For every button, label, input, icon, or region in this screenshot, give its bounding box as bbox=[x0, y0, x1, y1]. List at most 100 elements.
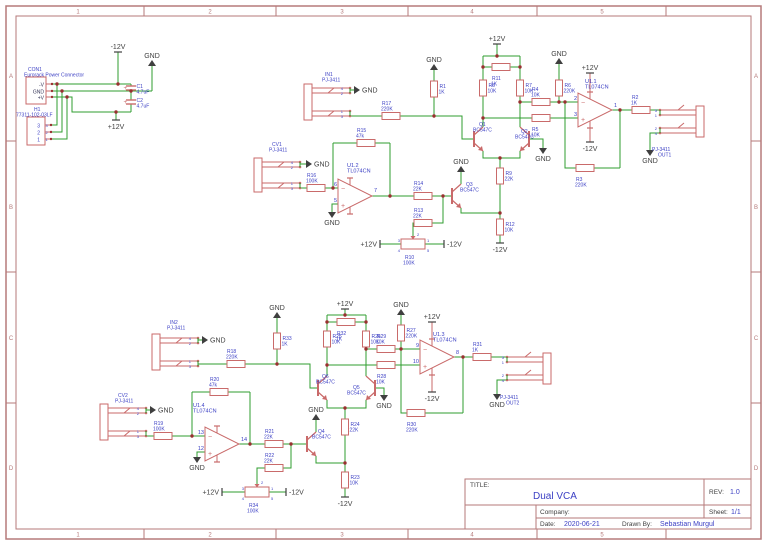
gnd-flag[interactable]: GND bbox=[551, 51, 567, 64]
power-flag[interactable]: -12V bbox=[111, 44, 126, 53]
jack-IN2[interactable] bbox=[151, 333, 200, 371]
gnd-flag[interactable]: GND bbox=[306, 160, 330, 169]
gnd-flag[interactable]: GND bbox=[393, 302, 409, 315]
gnd-flag[interactable]: GND bbox=[150, 406, 174, 415]
gnd-flag[interactable]: GND bbox=[269, 305, 285, 318]
gnd-flag[interactable]: GND bbox=[202, 336, 226, 345]
gnd-flag[interactable]: GND bbox=[324, 212, 340, 227]
power-flag[interactable]: +12V bbox=[489, 36, 506, 45]
gnd-flag[interactable]: GND bbox=[535, 148, 551, 163]
power-flag[interactable]: +12V bbox=[424, 314, 441, 323]
wire-segment[interactable] bbox=[649, 132, 660, 150]
gnd-flag[interactable]: GND bbox=[354, 86, 378, 95]
wire-segment[interactable] bbox=[460, 208, 500, 214]
gnd-flag[interactable]: GND bbox=[376, 395, 392, 410]
power-flag[interactable]: -12V bbox=[443, 240, 462, 249]
wire-segment[interactable] bbox=[245, 363, 318, 389]
gnd-flag[interactable]: GND bbox=[144, 53, 160, 66]
jack-CV1[interactable] bbox=[253, 157, 302, 193]
wire-segment[interactable] bbox=[375, 387, 385, 395]
wire-segment[interactable] bbox=[283, 444, 292, 469]
power-flag[interactable]: -12V bbox=[285, 488, 304, 497]
jack-IN1[interactable] bbox=[303, 83, 352, 121]
wire-segment[interactable] bbox=[496, 379, 507, 394]
jack-OUT2[interactable] bbox=[505, 351, 552, 385]
wire-segment[interactable] bbox=[331, 203, 338, 212]
wire-segment[interactable] bbox=[400, 115, 474, 140]
connector-CON1[interactable] bbox=[25, 76, 54, 105]
wire-segment[interactable] bbox=[482, 151, 521, 159]
wire-segment[interactable] bbox=[564, 102, 576, 169]
gnd-flag[interactable]: GND bbox=[189, 457, 205, 472]
jack-OUT1[interactable] bbox=[658, 104, 705, 138]
gnd-flag[interactable]: GND bbox=[489, 394, 505, 409]
capacitor-C2[interactable]: C24.7uF bbox=[126, 98, 149, 110]
power-flag[interactable]: -12V bbox=[583, 141, 598, 153]
power-flag[interactable]: +12V bbox=[337, 301, 354, 310]
wire-segment[interactable] bbox=[52, 96, 131, 113]
gnd-flag[interactable]: GND bbox=[426, 57, 442, 70]
wire-segment[interactable] bbox=[51, 84, 58, 126]
power-flag[interactable]: +12V bbox=[202, 488, 223, 497]
wire-segment[interactable] bbox=[400, 349, 407, 414]
power-flag[interactable]: +12V bbox=[360, 240, 381, 249]
wire-segment[interactable] bbox=[315, 456, 345, 464]
gnd-flag[interactable]: GND bbox=[642, 150, 658, 165]
jack-CV2[interactable] bbox=[99, 403, 148, 441]
wire-segment[interactable] bbox=[326, 400, 367, 409]
wire-segment[interactable] bbox=[51, 91, 63, 133]
wire-segment[interactable] bbox=[432, 196, 444, 224]
capacitor-C1[interactable]: C14.7uF bbox=[126, 84, 149, 96]
gnd-flag[interactable]: GND bbox=[453, 159, 469, 172]
power-flag[interactable]: -12V bbox=[425, 391, 440, 403]
wire-segment[interactable] bbox=[529, 138, 544, 148]
wire-segment[interactable] bbox=[256, 467, 265, 484]
power-flag[interactable]: -12V bbox=[338, 496, 353, 508]
power-flag[interactable]: -12V bbox=[493, 242, 508, 254]
gnd-flag[interactable]: GND bbox=[308, 407, 324, 420]
connector-H1[interactable] bbox=[26, 116, 53, 146]
wire-segment[interactable] bbox=[196, 451, 205, 457]
